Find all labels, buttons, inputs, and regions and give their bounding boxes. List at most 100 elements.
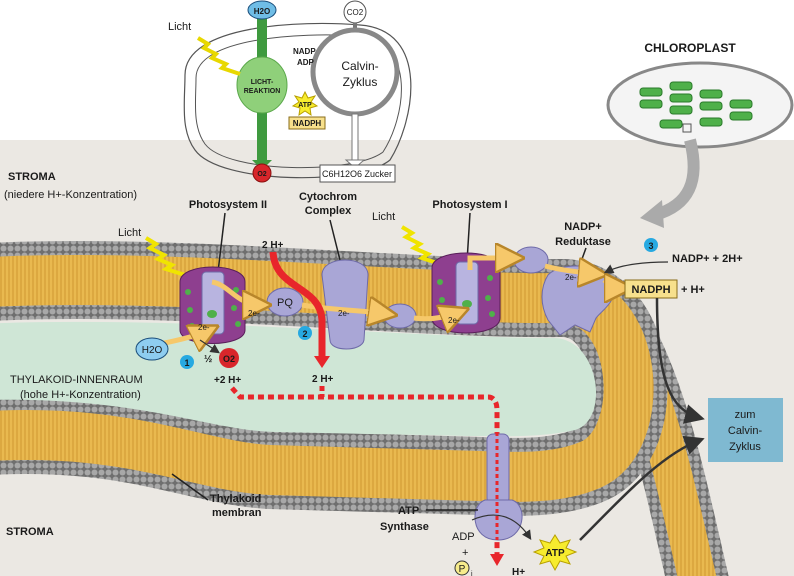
pq-label: PQ bbox=[277, 297, 293, 309]
to-calvin-label-2: Calvin- bbox=[728, 425, 763, 437]
cytochrome-complex bbox=[321, 259, 369, 350]
atp-star-icon bbox=[291, 90, 319, 117]
calvin-label-1: Calvin- bbox=[341, 59, 378, 73]
light-label: Licht bbox=[168, 21, 191, 33]
sugar-label: C6H12O6 Zucker bbox=[322, 169, 392, 179]
protons-stroma-label: 2 H+ bbox=[262, 240, 284, 251]
light-bolt-icon bbox=[144, 236, 186, 277]
light-label-psii: Licht bbox=[118, 227, 141, 239]
photosystem-ii bbox=[179, 266, 246, 344]
step-badge-1: 1 bbox=[180, 355, 194, 369]
light-bolt-icon bbox=[196, 36, 241, 76]
atp-label: ATP bbox=[298, 102, 312, 109]
nadp-label: NADP bbox=[293, 47, 316, 56]
nadp-reductase-label-1: NADP+ bbox=[564, 221, 602, 233]
light-reaction-complex bbox=[236, 56, 288, 114]
adp-label: ADP bbox=[452, 531, 475, 543]
light-reaction-label-2: REAKTION bbox=[244, 88, 281, 95]
atp-star-icon bbox=[532, 534, 578, 572]
light-reaction-label-1: LICHT- bbox=[251, 79, 274, 86]
light-label-psi: Licht bbox=[372, 211, 395, 223]
cytochrome-label-2: Complex bbox=[305, 205, 352, 217]
electron-label: 2e- bbox=[248, 309, 260, 318]
plus-h-label: + H+ bbox=[681, 284, 705, 296]
h2o-input bbox=[247, 0, 277, 20]
step-number: 1 bbox=[184, 358, 189, 368]
lumen-sublabel: (hohe H+-Konzentration) bbox=[20, 389, 141, 401]
overview-chloroplast: H2O CO2 Calvin- Zyklus LICHT- REAKTION N… bbox=[168, 0, 412, 183]
half-label: ½ bbox=[204, 354, 212, 365]
nadph-label: NADPH bbox=[631, 284, 670, 296]
to-calvin-label-1: zum bbox=[735, 409, 756, 421]
calvin-label-2: Zyklus bbox=[343, 75, 378, 89]
atp-to-calvin-arrow bbox=[579, 435, 705, 541]
nadph-label: NADPH bbox=[293, 119, 322, 128]
atp-label: ATP bbox=[545, 548, 565, 559]
chloroplast-icon bbox=[606, 61, 794, 149]
atp-synthesis-arrow bbox=[471, 514, 532, 541]
step-number: 2 bbox=[302, 329, 307, 339]
phosphate-icon bbox=[454, 560, 470, 576]
proton-pump-arrow-head bbox=[314, 356, 330, 368]
electron-label: 2e- bbox=[338, 309, 350, 318]
cytochrome-label-1: Cytochrom bbox=[299, 191, 357, 203]
h2o-molecule bbox=[135, 337, 169, 361]
membrane-label-1: Thylakoid bbox=[210, 493, 261, 505]
phosphate-label: P bbox=[459, 564, 466, 575]
electron-flow bbox=[154, 258, 624, 345]
step-badge-2: 2 bbox=[298, 326, 312, 340]
stroma-top-sublabel: (niedere H+-Konzentration) bbox=[4, 189, 137, 201]
co2-label: CO2 bbox=[347, 8, 364, 17]
o2-output bbox=[252, 163, 272, 183]
proton-gradient-flow bbox=[230, 386, 500, 555]
light-bolt-icon bbox=[400, 225, 441, 266]
adp-label: ADP bbox=[297, 58, 315, 67]
atp-synthase bbox=[474, 432, 523, 541]
nadph-box bbox=[624, 279, 678, 299]
plastocyanin bbox=[383, 303, 417, 329]
phosphate-subscript: i bbox=[471, 571, 473, 576]
sugar-box bbox=[319, 164, 396, 183]
electron-label: 2e- bbox=[448, 316, 460, 325]
nadp-reductase-label-2: Reduktase bbox=[555, 236, 611, 248]
stroma-top-label: STROMA bbox=[8, 171, 56, 183]
proton-out-label: H+ bbox=[512, 567, 525, 576]
protons-lumen-label: +2 H+ bbox=[214, 375, 241, 386]
psii-pointer bbox=[217, 212, 226, 273]
to-calvin-cycle-box bbox=[708, 398, 783, 462]
step-number: 3 bbox=[648, 241, 653, 251]
thylakoid-membrane-core bbox=[0, 255, 654, 502]
proton-pump-arrow bbox=[269, 251, 326, 358]
proton-out-arrow-head bbox=[490, 554, 504, 566]
stroma-bottom-label: STROMA bbox=[6, 526, 54, 538]
plus-label: + bbox=[462, 547, 468, 559]
h2o-label: H2O bbox=[254, 7, 270, 16]
o2-molecule bbox=[219, 348, 239, 368]
membrane-pointer bbox=[171, 473, 209, 501]
membrane-label-2: membran bbox=[212, 507, 262, 519]
psi-label: Photosystem I bbox=[432, 199, 507, 211]
o2-label: O2 bbox=[257, 171, 266, 178]
water-split-arrow bbox=[199, 339, 220, 354]
step-badge-3: 3 bbox=[644, 238, 658, 252]
o2-label: O2 bbox=[223, 354, 235, 364]
electron-label: 2e- bbox=[565, 273, 577, 282]
h2o-label: H2O bbox=[142, 345, 163, 356]
chloroplast-title: CHLOROPLAST bbox=[644, 41, 736, 55]
nadph-to-calvin-arrow bbox=[655, 297, 705, 424]
to-calvin-label-3: Zyklus bbox=[729, 441, 761, 453]
photosystem-i bbox=[431, 252, 501, 334]
nadph-box bbox=[288, 116, 326, 130]
atp-synthase-label-2: Synthase bbox=[380, 521, 429, 533]
psii-label: Photosystem II bbox=[189, 199, 267, 211]
lumen-label: THYLAKOID-INNENRAUM bbox=[10, 374, 143, 386]
nadp-plus-label: NADP+ + 2H+ bbox=[672, 253, 743, 265]
atp-synthase-label-1: ATP bbox=[398, 505, 419, 517]
zoom-arrow-head bbox=[640, 200, 664, 228]
electron-label: 2e- bbox=[198, 323, 210, 332]
ferredoxin bbox=[513, 246, 549, 274]
nadp-input-arrow bbox=[603, 261, 669, 274]
zoom-arrow bbox=[653, 138, 700, 221]
